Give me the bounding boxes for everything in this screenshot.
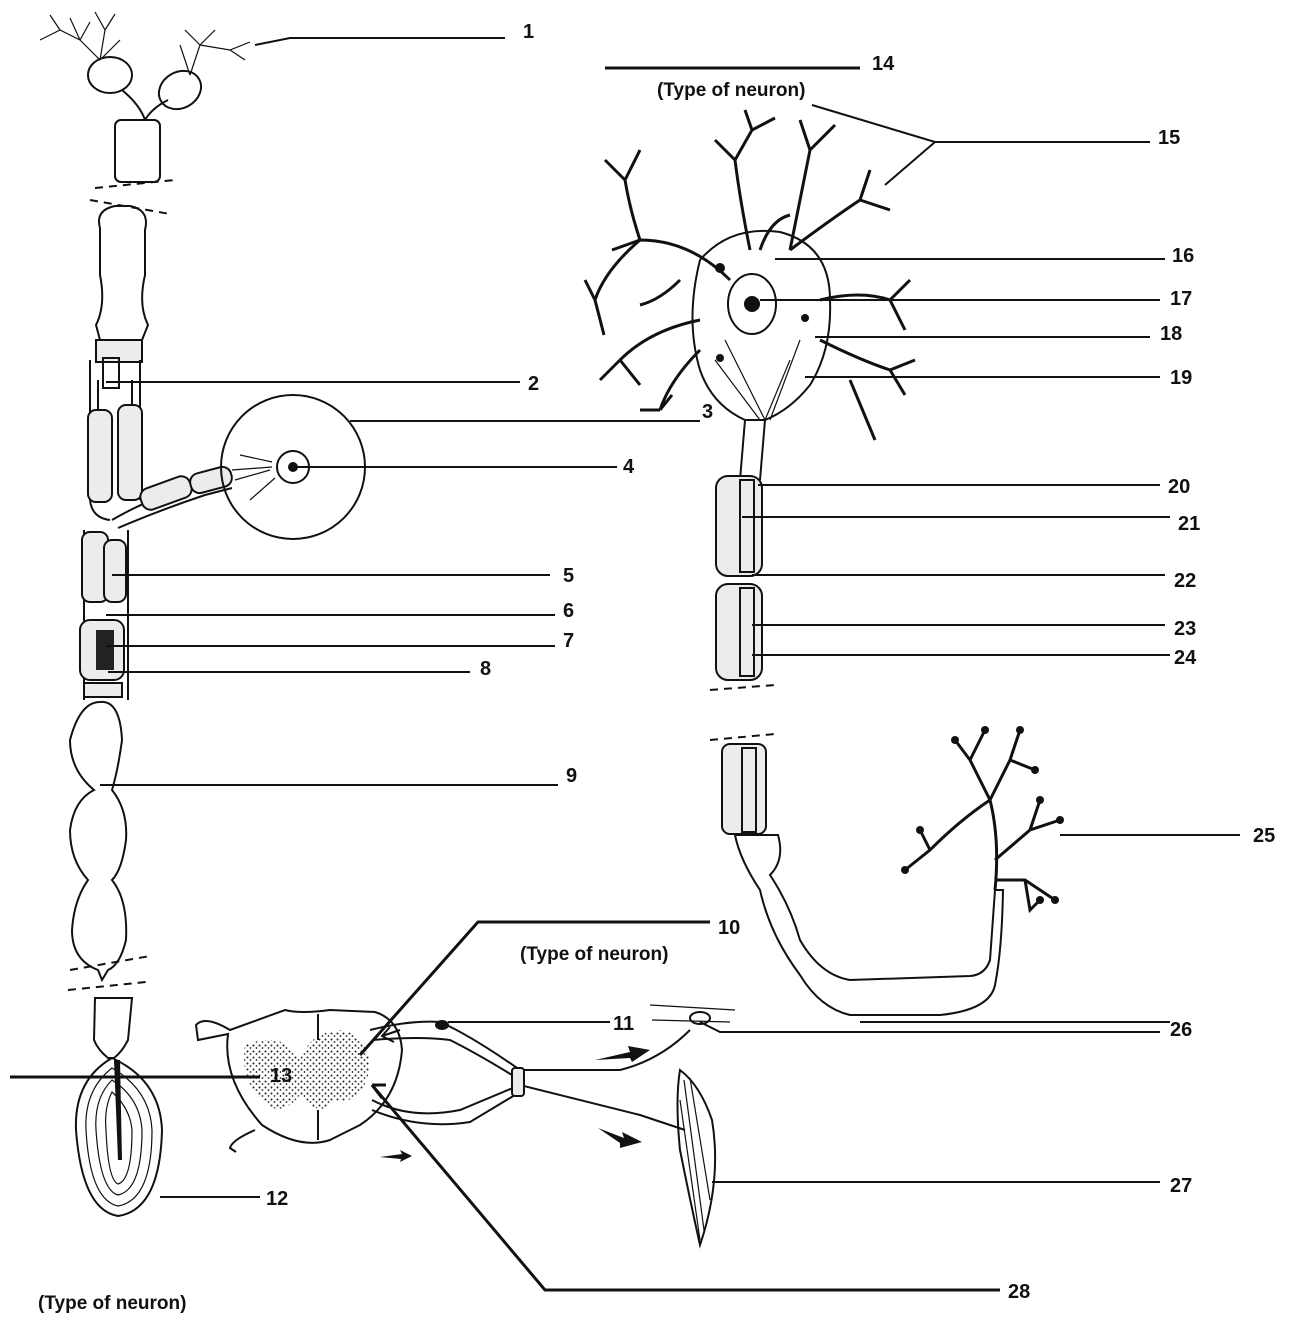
label-2: 2 bbox=[528, 373, 539, 395]
caption-10: (Type of neuron) bbox=[520, 944, 668, 965]
caption-13: (Type of neuron) bbox=[38, 1293, 186, 1314]
label-21: 21 bbox=[1178, 513, 1200, 535]
motor-neuron-drawing bbox=[585, 110, 1064, 1015]
label-10: 10 bbox=[718, 917, 740, 939]
label-25: 25 bbox=[1253, 825, 1275, 847]
dendrite-branches-left bbox=[40, 12, 250, 75]
label-13: 13 bbox=[270, 1065, 292, 1087]
label-15: 15 bbox=[1158, 127, 1180, 149]
label-23: 23 bbox=[1174, 618, 1196, 640]
label-14: 14 bbox=[872, 53, 895, 75]
label-3: 3 bbox=[702, 401, 713, 423]
label-26: 26 bbox=[1170, 1019, 1192, 1041]
label-22: 22 bbox=[1174, 570, 1196, 592]
label-8: 8 bbox=[480, 658, 491, 680]
pacinian-corpuscle bbox=[76, 1058, 162, 1216]
label-9: 9 bbox=[566, 765, 577, 787]
label-17: 17 bbox=[1170, 288, 1192, 310]
label-6: 6 bbox=[563, 600, 574, 622]
caption-14: (Type of neuron) bbox=[657, 80, 805, 101]
label-11: 11 bbox=[613, 1013, 634, 1035]
label-numbers: 1 2 3 4 5 6 7 8 9 10 11 12 13 14 15 16 1… bbox=[266, 21, 1275, 1303]
label-28: 28 bbox=[1008, 1281, 1030, 1303]
label-19: 19 bbox=[1170, 367, 1192, 389]
label-4: 4 bbox=[623, 456, 635, 478]
label-16: 16 bbox=[1172, 245, 1194, 267]
label-5: 5 bbox=[563, 565, 574, 587]
axon-terminal-branches bbox=[901, 726, 1064, 910]
label-20: 20 bbox=[1168, 476, 1190, 498]
label-12: 12 bbox=[266, 1188, 288, 1210]
label-1: 1 bbox=[523, 21, 534, 43]
label-27: 27 bbox=[1170, 1175, 1192, 1197]
label-18: 18 bbox=[1160, 323, 1182, 345]
label-7: 7 bbox=[563, 630, 574, 652]
label-24: 24 bbox=[1174, 647, 1197, 669]
leader-lines bbox=[10, 38, 1240, 1290]
